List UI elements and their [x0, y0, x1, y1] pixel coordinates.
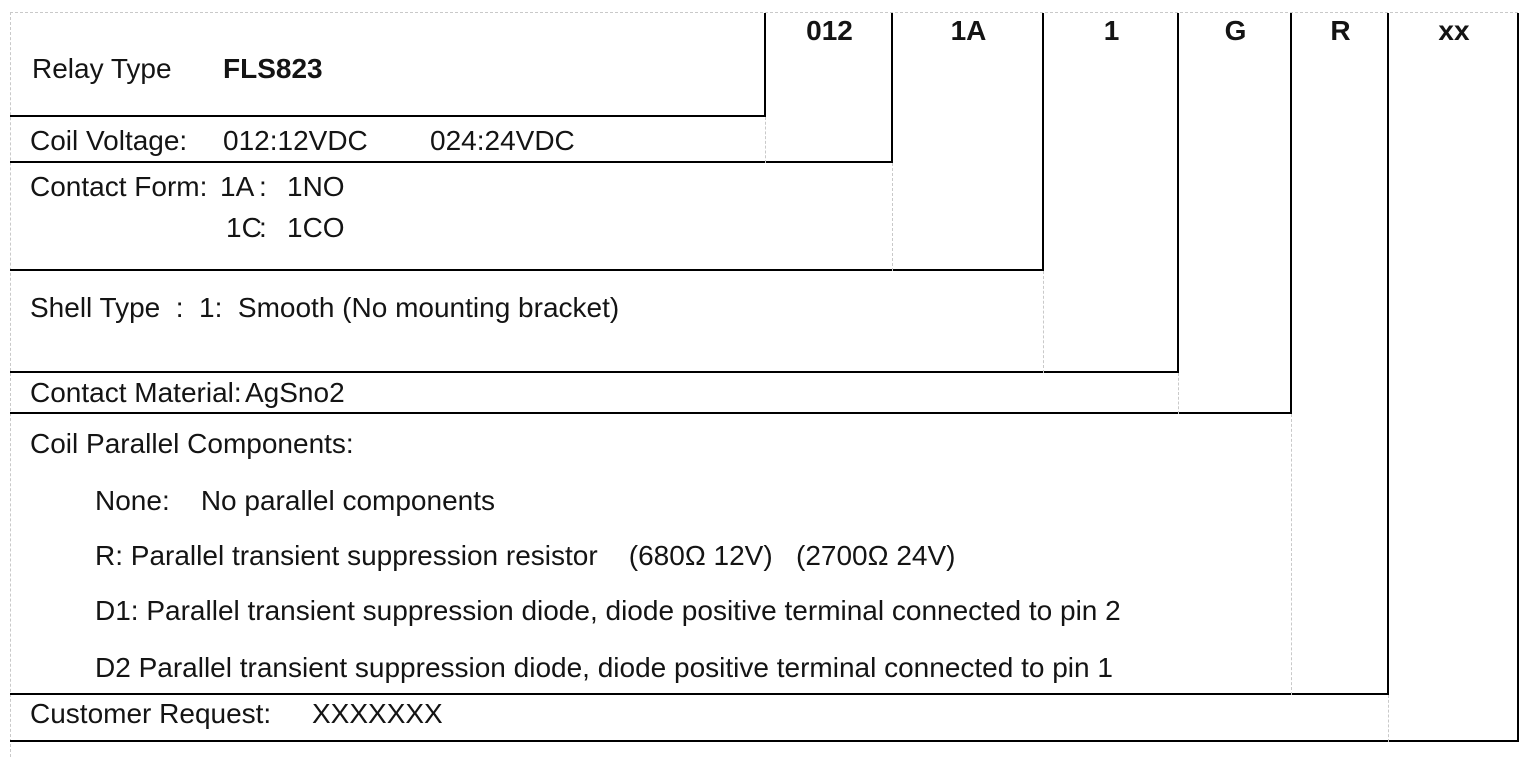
coil-voltage-row-bottom-line	[10, 161, 893, 163]
contact-form-separator-1c: :	[259, 212, 267, 243]
grid-dash-after-1	[1178, 373, 1179, 414]
outer-grid-top-line	[10, 12, 1518, 13]
code-r-column-line	[1387, 13, 1389, 695]
code-cell-1: 1	[1103, 15, 1120, 46]
code-xx-column-line	[1517, 13, 1519, 742]
contact-form-value-1no: 1NO	[287, 171, 345, 202]
coil-voltage-label: Coil Voltage:	[30, 125, 188, 156]
shell-type-value: 1: Smooth (No mounting bracket)	[199, 292, 620, 323]
grid-dash-after-r	[1388, 695, 1389, 742]
relay-type-value: FLS823	[223, 53, 323, 84]
contact-form-code-1a: 1A	[220, 171, 255, 202]
contact-material-row-bottom-line	[10, 412, 1292, 414]
grid-dash-after-g	[1291, 414, 1292, 695]
coil-parallel-option-r: R: Parallel transient suppression resist…	[95, 540, 956, 571]
contact-form-separator-1a: :	[259, 171, 267, 202]
customer-request-label: Customer Request:	[30, 698, 272, 729]
grid-dash-after-relay-box	[765, 117, 766, 163]
code-012-column-line	[891, 13, 893, 163]
code-cell-xx: xx	[1438, 15, 1470, 46]
relay-type-box-right-line	[764, 13, 766, 117]
customer-request-value: XXXXXXX	[312, 698, 443, 729]
customer-request-row-bottom-line	[10, 740, 1519, 742]
code-cell-1a: 1A	[950, 15, 987, 46]
contact-form-value-1co: 1CO	[287, 212, 345, 243]
coil-parallel-row-bottom-line	[10, 693, 1389, 695]
code-1-column-line	[1177, 13, 1179, 373]
code-g-column-line	[1290, 13, 1292, 414]
contact-material-label: Contact Material:	[30, 377, 242, 408]
coil-voltage-option-012: 012:12VDC	[223, 125, 368, 156]
coil-parallel-option-d2: D2 Parallel transient suppression diode,…	[95, 652, 1113, 683]
contact-form-code-1c: 1C	[226, 212, 262, 243]
contact-material-value: AgSno2	[245, 377, 345, 408]
grid-dash-after-1a	[1043, 271, 1044, 373]
relay-type-label: Relay Type	[32, 53, 172, 84]
coil-parallel-option-none: None: No parallel components	[95, 485, 495, 516]
outer-grid-left-line	[10, 12, 11, 757]
code-cell-012: 012	[806, 15, 853, 46]
code-1a-column-line	[1042, 13, 1044, 271]
coil-voltage-option-024: 024:24VDC	[430, 125, 575, 156]
relay-type-row-bottom-line	[10, 115, 766, 117]
coil-parallel-option-d1: D1: Parallel transient suppression diode…	[95, 595, 1121, 626]
code-cell-r: R	[1330, 15, 1351, 46]
shell-type-label: Shell Type :	[30, 292, 184, 323]
coil-parallel-label: Coil Parallel Components:	[30, 428, 354, 459]
code-cell-g: G	[1224, 15, 1247, 46]
contact-form-row-bottom-line	[10, 269, 1044, 271]
shell-type-row-bottom-line	[10, 371, 1179, 373]
grid-dash-after-012	[892, 163, 893, 271]
contact-form-label: Contact Form:	[30, 171, 208, 202]
